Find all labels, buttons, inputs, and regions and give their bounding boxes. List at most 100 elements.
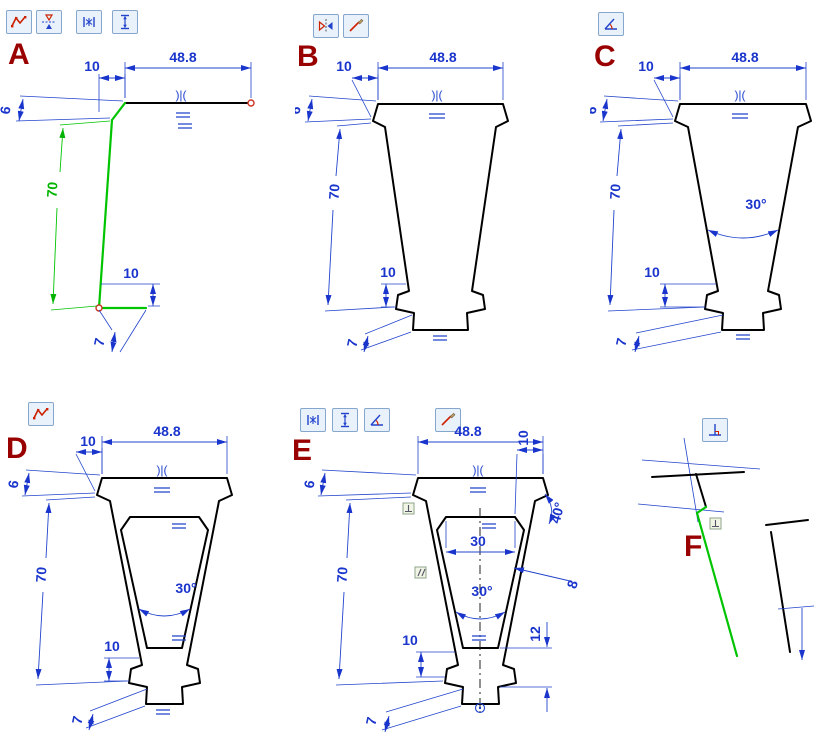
svg-text:30°: 30° — [175, 580, 196, 596]
dim-flange[interactable]: 10 — [84, 58, 126, 112]
sketch-geometry[interactable] — [412, 477, 549, 714]
mirror-entities-button[interactable] — [313, 14, 339, 38]
dim-base[interactable]: 7 — [362, 688, 464, 733]
dim-flange[interactable]: 10 — [75, 433, 103, 492]
polyline-tool-icon — [33, 408, 49, 420]
dim-inner-bottom-offset[interactable]: 12 — [500, 622, 552, 712]
dim-lip[interactable]: 6 — [590, 95, 679, 123]
equal-relation-mark — [482, 523, 496, 529]
perpendicular-relation-button[interactable] — [702, 418, 728, 442]
svg-text:48.8: 48.8 — [429, 49, 456, 65]
svg-text:30°: 30° — [471, 583, 492, 599]
vertical-dimension-button[interactable] — [112, 10, 138, 34]
angle-dimension-button[interactable] — [364, 408, 390, 432]
dim-taper-angle[interactable]: 30° — [707, 196, 779, 239]
equal-relation-button[interactable] — [76, 10, 102, 34]
svg-text:6: 6 — [0, 105, 14, 116]
dim-base[interactable]: 7 — [612, 314, 724, 353]
dim-height[interactable]: 70 — [333, 496, 444, 686]
dim-inner-top-width[interactable]: 30 — [445, 521, 516, 555]
equal-relation-icon — [307, 415, 319, 425]
sketch-canvas-d: )|( 48.8 10 6 — [5, 423, 233, 731]
relation-marks[interactable]: )|( — [175, 88, 192, 129]
svg-text:70: 70 — [32, 566, 49, 583]
dim-foot[interactable]: 10 — [380, 264, 406, 308]
relation-marks[interactable]: )|( — [154, 463, 186, 715]
inner-profile — [120, 516, 209, 649]
sketch-geometry[interactable] — [96, 477, 233, 705]
sketch-geometry[interactable] — [372, 103, 509, 331]
dim-side-length-selected[interactable]: 70 — [43, 120, 111, 311]
dim-flange[interactable]: 10 — [336, 58, 379, 118]
panel-label-d: D — [6, 432, 28, 465]
construction-lines[interactable] — [637, 437, 761, 523]
svg-text:10: 10 — [104, 638, 120, 654]
symmetric-relation-mark: )|( — [175, 88, 186, 102]
symmetric-relation-mark: )|( — [431, 88, 442, 102]
symmetric-relation-mark: )|( — [156, 463, 167, 477]
sketch-geometry[interactable] — [674, 103, 812, 331]
dim-extension[interactable] — [777, 605, 815, 660]
svg-text:70: 70 — [333, 566, 350, 583]
vertical-dimension-icon — [341, 412, 349, 428]
dim-height[interactable]: 70 — [324, 122, 395, 312]
dim-corner-offset[interactable]: 10 — [514, 430, 544, 515]
dim-top-width[interactable]: 48.8 — [124, 49, 252, 98]
line-tool-icon — [441, 412, 456, 426]
sketch-endpoint[interactable] — [95, 304, 103, 312]
midline-relation-mark — [470, 487, 486, 493]
svg-text:48.8: 48.8 — [454, 423, 481, 439]
dim-lip[interactable]: 6 — [301, 469, 417, 497]
dim-top-width[interactable]: 48.8 — [417, 423, 544, 474]
perpendicular-relation-badge[interactable] — [709, 517, 722, 530]
relation-marks[interactable]: )|( — [732, 88, 750, 340]
sketch-geometry[interactable] — [651, 471, 809, 658]
parallel-relation-badge[interactable] — [414, 566, 427, 579]
svg-text:30°: 30° — [745, 196, 766, 212]
dim-base[interactable]: 7 — [343, 314, 413, 353]
sketch-canvas-c: )|( 48.8 10 6 — [590, 49, 812, 353]
dim-lip[interactable]: 6 — [0, 95, 124, 122]
line-tool-button[interactable] — [343, 14, 369, 38]
dim-flange[interactable]: 10 — [638, 58, 681, 118]
angle-dimension-icon — [370, 414, 383, 426]
polyline-tool-button[interactable] — [28, 402, 54, 426]
dim-base[interactable]: 7 — [90, 309, 147, 353]
midline-relation-mark — [433, 335, 447, 341]
symmetric-relation-mark: )|( — [734, 88, 745, 102]
dim-foot[interactable]: 10 — [402, 632, 455, 678]
dim-inner-angle[interactable]: 30° — [455, 583, 506, 620]
dim-height[interactable]: 70 — [32, 496, 128, 686]
panel-label-e: E — [292, 434, 313, 467]
relation-marks[interactable]: )|( — [402, 463, 496, 641]
angle-dimension-button[interactable] — [598, 12, 624, 36]
equal-relation-button[interactable] — [300, 408, 326, 432]
dim-wall-offset[interactable]: 8 — [513, 567, 581, 591]
rim-line — [651, 471, 745, 478]
relation-marks[interactable]: )|( — [429, 88, 447, 341]
selected-body-line — [695, 505, 739, 658]
panel-label-c: C — [594, 40, 616, 73]
polyline-tool-button[interactable] — [6, 10, 32, 34]
sketch-endpoint[interactable] — [247, 99, 255, 107]
dim-lip-angle[interactable]: 40° — [544, 493, 568, 525]
dim-height[interactable]: 70 — [606, 122, 706, 312]
vertical-dimension-button[interactable] — [332, 408, 358, 432]
dim-base[interactable]: 7 — [68, 688, 148, 731]
line-tool-button[interactable] — [435, 408, 461, 432]
dim-top-width[interactable]: 48.8 — [101, 423, 228, 474]
midline-relation-mark — [429, 113, 445, 119]
svg-text:7: 7 — [343, 337, 360, 348]
dim-lip[interactable]: 6 — [295, 95, 377, 123]
dim-foot[interactable]: 10 — [104, 638, 139, 682]
dim-lip[interactable]: 6 — [5, 469, 101, 497]
panel-f: F — [590, 390, 833, 749]
dim-foot[interactable]: 10 — [644, 264, 716, 308]
dim-inner-angle[interactable]: 30° — [138, 580, 197, 617]
dim-foot[interactable]: 10 — [101, 265, 160, 307]
symmetric-relation-button[interactable] — [36, 10, 62, 34]
sketch-geometry[interactable] — [95, 99, 255, 312]
perpendicular-relation-badge[interactable] — [402, 502, 415, 515]
center-point-mark[interactable] — [474, 702, 486, 714]
